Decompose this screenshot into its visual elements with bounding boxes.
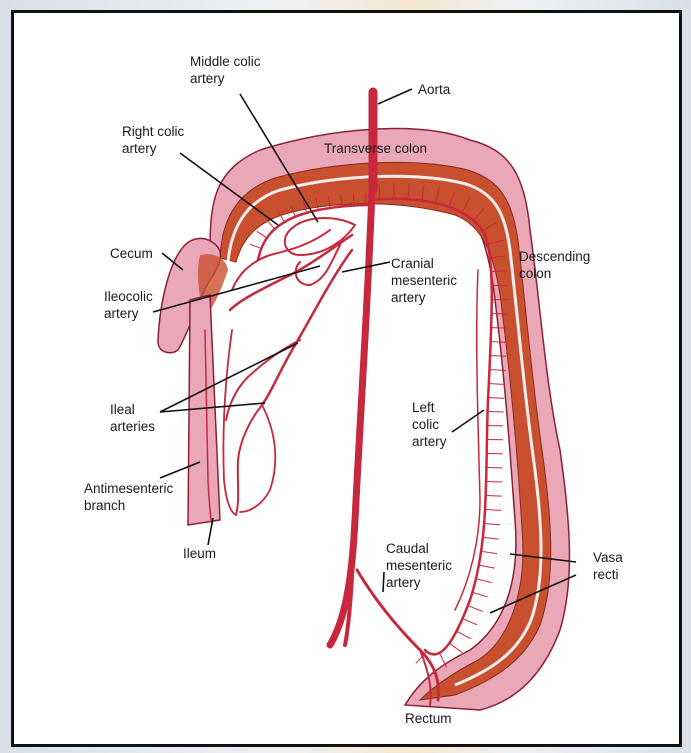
vasa-rectus xyxy=(491,342,507,343)
vasa-rectus xyxy=(468,606,483,612)
vasa-rectus xyxy=(483,537,499,539)
leader-aorta xyxy=(378,89,412,104)
vasa-rectus xyxy=(488,398,504,399)
label-rectum: Rectum xyxy=(405,711,452,726)
vasa-rectus xyxy=(457,631,471,638)
ileal-artery-3 xyxy=(236,405,262,515)
label-cecum: Cecum xyxy=(110,246,153,261)
vasa-rectus xyxy=(476,579,492,583)
vasa-rectus xyxy=(489,384,505,385)
leader-left-colic xyxy=(452,410,484,432)
ileocolic-vessel xyxy=(230,235,352,310)
label-transverse-colon: Transverse colon xyxy=(324,141,427,156)
vasa-recti-group xyxy=(250,183,508,667)
ileum-shape xyxy=(188,295,220,525)
leader-caudal xyxy=(383,572,384,592)
ileal-arcade xyxy=(223,330,236,515)
vasa-rectus xyxy=(472,592,487,597)
vasa-rectus xyxy=(488,412,504,413)
vasa-rectus xyxy=(481,551,497,553)
vasa-rectus xyxy=(486,496,502,497)
ileal-loop xyxy=(240,405,275,512)
vasa-rectus xyxy=(490,356,506,357)
ileal-artery-1 xyxy=(262,250,352,405)
vasa-rectus xyxy=(463,619,478,625)
vasa-rectus xyxy=(250,244,261,248)
vasa-rectus xyxy=(257,231,267,238)
vasa-rectus xyxy=(449,643,462,652)
vasa-rectus xyxy=(479,565,495,568)
label-ileum: Ileum xyxy=(183,546,216,561)
vasa-rectus xyxy=(485,510,501,511)
label-aorta: Aorta xyxy=(418,82,451,97)
left-colic-inner xyxy=(455,270,480,610)
vasa-rectus xyxy=(484,523,500,524)
